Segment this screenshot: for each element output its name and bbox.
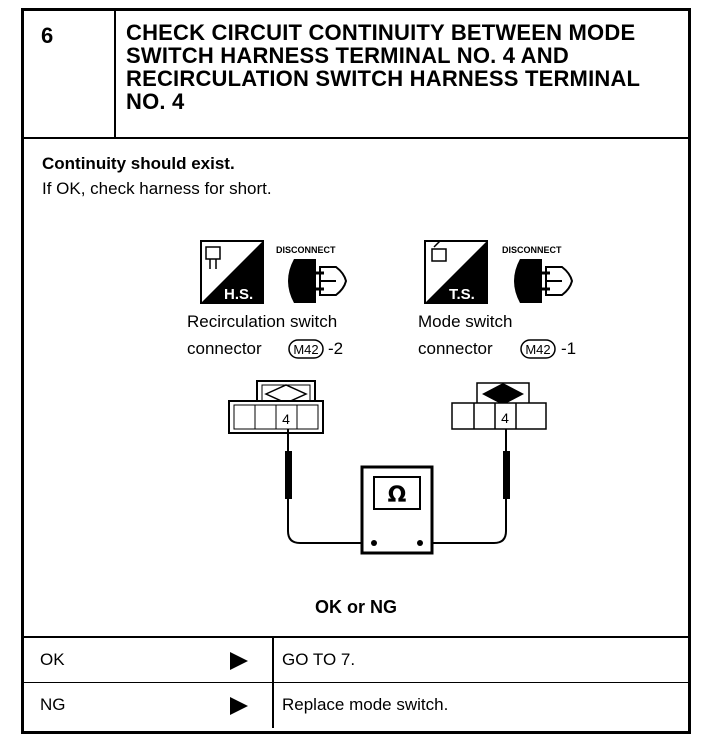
instruction-if-ok: If OK, check harness for short.	[42, 179, 272, 198]
result-condition: OK	[40, 650, 65, 669]
disconnect-label-right: DISCONNECT	[502, 245, 562, 255]
right-probe	[420, 429, 510, 544]
left-connector-code-badge	[288, 339, 324, 359]
right-connector-label: connector	[418, 339, 493, 358]
right-connector-code: M42	[525, 342, 550, 357]
right-terminal-number: 4	[501, 410, 509, 426]
result-heading: OK or NG	[314, 597, 397, 617]
result-action: Replace mode switch.	[282, 695, 449, 714]
disconnect-label-left: DISCONNECT	[276, 245, 336, 255]
mode-switch-label: Mode switch	[418, 312, 512, 331]
step-header: 6 CHECK CIRCUIT CONTINUITY BETWEEN MODE …	[24, 11, 688, 139]
mode-switch-connector: 4	[451, 382, 547, 430]
procedure-frame: 6 CHECK CIRCUIT CONTINUITY BETWEEN MODE …	[21, 8, 691, 734]
right-connector-code-badge	[520, 339, 556, 359]
ohmmeter: Ω	[360, 465, 434, 555]
result-action: GO TO 7.	[282, 650, 356, 669]
result-row-ok: OK GO TO 7.	[24, 636, 688, 682]
arrow-right-icon	[230, 697, 248, 715]
left-connector-label: connector	[187, 339, 262, 358]
step-title: CHECK CIRCUIT CONTINUITY BETWEEN MODE SW…	[126, 20, 640, 114]
terminal-side-icon: T.S.	[424, 240, 488, 304]
step-number: 6	[41, 23, 54, 48]
continuity-diagram: H.S. DISCONNECT T.S. DISCONNECT	[187, 240, 576, 555]
recirculation-switch-label: Recirculation switch	[187, 312, 337, 331]
left-probe	[285, 429, 374, 544]
row-divider	[272, 683, 274, 728]
step-number-cell: 6	[24, 11, 116, 137]
arrow-right-icon	[230, 652, 248, 670]
instruction-continuity: Continuity should exist.	[42, 154, 235, 173]
left-connector-code: M42	[293, 342, 318, 357]
right-connector-suffix: -1	[561, 339, 576, 358]
result-row-ng: NG Replace mode switch.	[24, 682, 688, 728]
disconnect-icon: DISCONNECT	[276, 245, 348, 303]
harness-side-icon: H.S.	[200, 240, 264, 304]
hs-badge-text: H.S.	[224, 286, 253, 303]
ohm-icon: Ω	[388, 483, 407, 508]
result-condition: NG	[40, 695, 66, 714]
row-divider	[272, 638, 274, 682]
disconnect-icon: DISCONNECT	[502, 245, 574, 303]
left-terminal-number: 4	[282, 411, 290, 427]
recirculation-connector: 4	[228, 380, 324, 434]
ts-badge-text: T.S.	[449, 286, 475, 303]
left-connector-suffix: -2	[328, 339, 343, 358]
